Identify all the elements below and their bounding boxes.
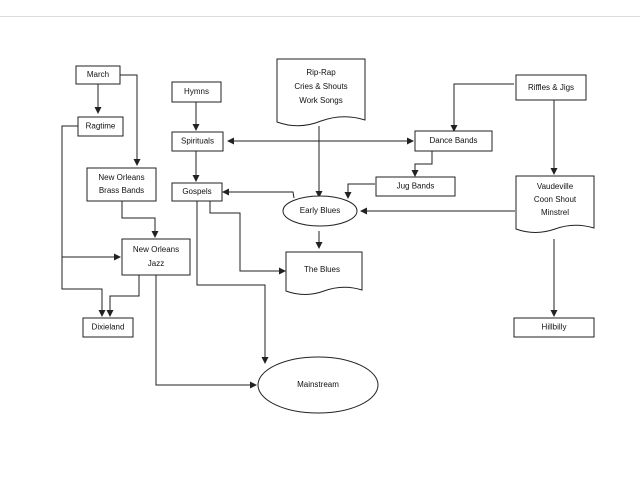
node-brass-line-2: Brass Bands xyxy=(99,186,144,195)
node-dance-bands-label: Dance Bands xyxy=(429,136,477,145)
node-jug-bands: Jug Bands xyxy=(375,176,456,197)
node-jazz-line-1: New Orleans xyxy=(133,245,179,254)
node-the-blues-label: The Blues xyxy=(304,265,340,274)
node-new-orleans-brass-bands: New Orleans Brass Bands xyxy=(86,167,157,202)
node-march: March xyxy=(75,65,121,85)
node-early-blues: Early Blues xyxy=(282,195,358,227)
node-riffles-jigs: Riffles & Jigs xyxy=(515,74,587,101)
node-jazz-line-2: Jazz xyxy=(148,259,164,268)
edge-ragtime-jazz xyxy=(61,125,121,261)
node-hymns-label: Hymns xyxy=(184,87,209,96)
node-ragtime-label: Ragtime xyxy=(86,122,116,131)
node-early-blues-label: Early Blues xyxy=(300,206,340,215)
node-spirituals-label: Spirituals xyxy=(181,137,214,146)
node-riffles-jigs-label: Riffles & Jigs xyxy=(528,83,574,92)
edge-ragtime-dixieland xyxy=(61,257,106,317)
edge-march-brass xyxy=(120,74,141,166)
node-rip-rap-line-2: Cries & Shouts xyxy=(294,82,347,91)
node-dixieland-label: Dixieland xyxy=(92,323,125,332)
node-ragtime: Ragtime xyxy=(77,116,124,137)
node-dance-bands: Dance Bands xyxy=(414,130,493,152)
node-rip-rap-line-3: Work Songs xyxy=(299,96,342,105)
node-jug-bands-label: Jug Bands xyxy=(397,182,435,191)
edge-jazz-mainstream xyxy=(155,275,257,389)
node-hymns: Hymns xyxy=(171,81,222,103)
node-dixieland: Dixieland xyxy=(82,317,134,338)
node-vaudeville-line-3: Minstrel xyxy=(541,208,569,217)
node-vaudeville-line-1: Vaudeville xyxy=(537,182,574,191)
node-gospels: Gospels xyxy=(171,182,223,202)
edge-riffles-dance xyxy=(450,83,514,132)
node-spirituals: Spirituals xyxy=(171,131,224,152)
edge-gospels-blues xyxy=(209,201,286,275)
node-vaudeville: Vaudeville Coon Shout Minstrel xyxy=(515,175,595,233)
edge-brass-jazz xyxy=(121,201,159,238)
node-rip-rap: Rip-Rap Cries & Shouts Work Songs xyxy=(276,58,366,127)
node-hillbilly-label: Hillbilly xyxy=(542,323,567,332)
node-mainstream: Mainstream xyxy=(257,356,379,414)
edge-jug-earlyblues xyxy=(344,183,375,199)
node-march-label: March xyxy=(87,70,109,79)
edge-jazz-dixieland xyxy=(106,275,140,317)
node-vaudeville-line-2: Coon Shout xyxy=(534,195,577,204)
node-gospels-label: Gospels xyxy=(182,187,211,196)
top-divider xyxy=(0,16,640,17)
node-brass-line-1: New Orleans xyxy=(98,173,144,182)
node-mainstream-label: Mainstream xyxy=(297,380,339,389)
edge-earlyblues-gospels xyxy=(222,188,295,199)
node-new-orleans-jazz: New Orleans Jazz xyxy=(121,238,191,276)
edges xyxy=(61,74,558,389)
node-hillbilly: Hillbilly xyxy=(513,317,595,338)
node-the-blues: The Blues xyxy=(285,251,363,295)
edge-dance-jug xyxy=(411,151,433,177)
edge-gospels-mainstream xyxy=(196,201,269,364)
node-rip-rap-line-1: Rip-Rap xyxy=(306,68,336,77)
